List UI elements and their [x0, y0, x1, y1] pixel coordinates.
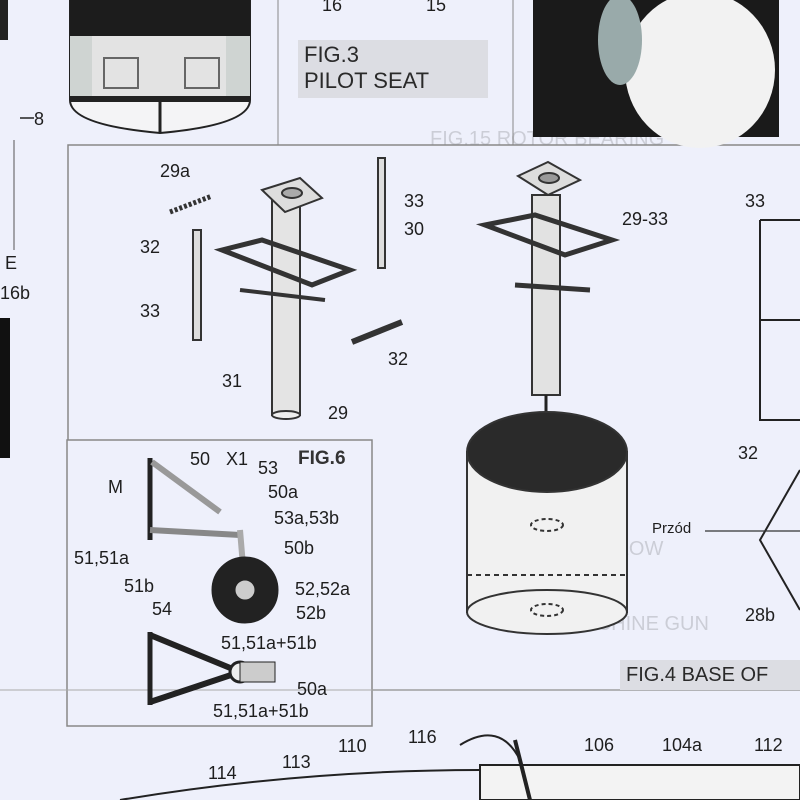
fig6-caption: FIG.6: [298, 448, 346, 469]
part-label: 30: [404, 219, 425, 239]
part-label: 54: [152, 599, 173, 619]
part-label: 32: [140, 237, 161, 257]
part-label: X1: [226, 449, 249, 469]
part-label: 32: [738, 443, 759, 463]
part-label: 50a: [297, 679, 328, 699]
cockpit-drawing: [69, 0, 251, 135]
part-label: 53: [258, 458, 279, 478]
part-label: E: [5, 253, 18, 273]
part-label: 53a,53b: [274, 508, 340, 528]
part-label: 31: [222, 371, 243, 391]
part-label: 110: [338, 736, 367, 756]
part-label: 50: [190, 449, 211, 469]
part-label: 15: [426, 0, 447, 15]
part-label: 33: [140, 301, 161, 321]
part-label: 33: [745, 191, 766, 211]
fuselage-drawing: [119, 734, 800, 800]
fig3-title: PILOT SEAT: [304, 68, 430, 94]
direction-label: Przód: [652, 520, 692, 537]
part-label: 28b: [745, 605, 776, 625]
part-label: M: [108, 477, 123, 497]
part-label: 52b: [296, 603, 327, 623]
part-label: 112: [754, 735, 783, 755]
part-label: 51,51a: [74, 548, 130, 568]
part-label: 50b: [284, 538, 315, 558]
fig4-caption: FIG.4 BASE OF: [620, 660, 800, 690]
part-label: 106: [584, 735, 615, 755]
part-label: 8: [34, 109, 45, 129]
part-label: 50a: [268, 482, 299, 502]
part-label: 51,51a+51b: [221, 633, 317, 653]
base-cylinder-drawing: [466, 411, 628, 635]
part-label: 16b: [0, 283, 31, 303]
part-label: 32: [388, 349, 409, 369]
fig3-number: FIG.3: [304, 42, 360, 67]
part-label: 29-33: [622, 209, 669, 229]
part-label: 29: [328, 403, 349, 423]
part-label: 51,51a+51b: [213, 701, 309, 721]
seat-exploded-drawing: [169, 157, 404, 420]
fig3-caption: FIG.3 PILOT SEAT: [298, 40, 488, 98]
part-label: 114: [208, 763, 237, 783]
part-label: 52,52a: [295, 579, 351, 599]
part-label: 16: [322, 0, 343, 15]
part-label: 51b: [124, 576, 155, 596]
part-label: 104a: [662, 735, 703, 755]
part-label: 29a: [160, 161, 191, 181]
landing-gear-drawing: [147, 458, 279, 705]
part-label: 113: [282, 752, 311, 772]
part-label: 116: [408, 727, 437, 747]
part-label: 33: [404, 191, 425, 211]
